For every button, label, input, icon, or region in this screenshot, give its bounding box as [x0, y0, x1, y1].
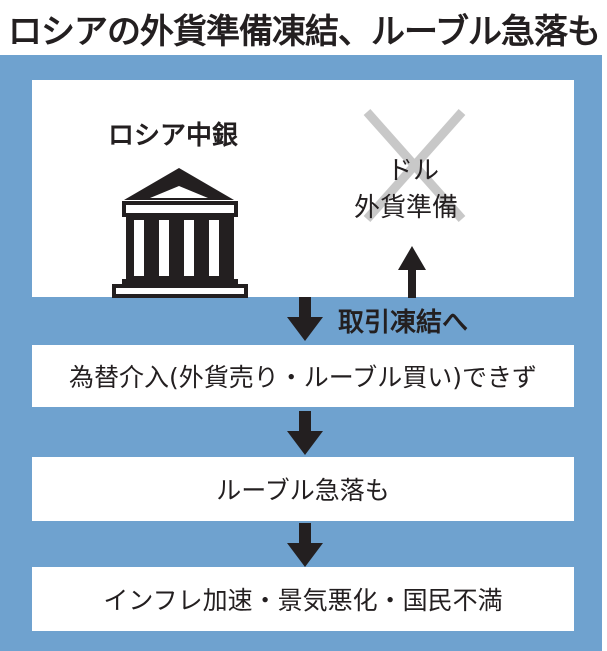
flow-panel: ロシア中銀 ドル 外貨準備 取引凍結へ 為替介入(外貨売り・ルーブル買い)できず	[0, 55, 602, 651]
step-box-intervention: 為替介入(外貨売り・ルーブル買い)できず	[32, 345, 574, 407]
step-box-ruble-drop: ルーブル急落も	[32, 457, 574, 521]
down-arrow-icon	[287, 411, 323, 455]
step-box-inflation: インフレ加速・景気悪化・国民不満	[32, 567, 574, 631]
dollar-label: ドル	[387, 156, 440, 186]
down-arrow-icon	[287, 523, 323, 567]
central-bank-box: ロシア中銀 ドル 外貨準備 取引凍結へ	[32, 80, 574, 338]
down-arrow-icon	[287, 297, 323, 341]
central-bank-label: ロシア中銀	[108, 121, 239, 151]
up-arrow-icon	[398, 246, 426, 298]
diagram-title: ロシアの外貨準備凍結、ルーブル急落も	[8, 12, 601, 52]
bank-building-icon	[112, 168, 248, 298]
freeze-label: 取引凍結へ	[338, 308, 469, 338]
reserves-label: 外貨準備	[354, 193, 459, 223]
cross-mark-icon	[363, 109, 466, 222]
